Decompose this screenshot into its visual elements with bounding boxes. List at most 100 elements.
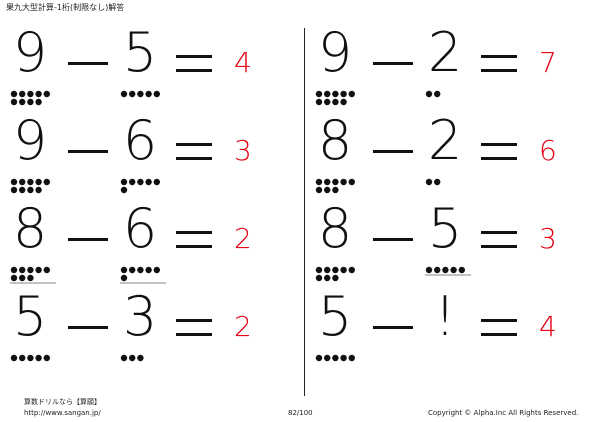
dot [153, 90, 160, 98]
dot [27, 274, 34, 282]
dot [35, 266, 42, 274]
dot [145, 266, 152, 274]
dot [348, 354, 355, 362]
dot [145, 178, 152, 186]
dot-counter [120, 178, 168, 210]
equals-sign-top [481, 55, 517, 58]
dot [332, 98, 339, 106]
dot [19, 266, 26, 274]
minuend: 5 [12, 285, 48, 348]
dot [348, 90, 355, 98]
equals-sign-top [481, 319, 517, 322]
minuend: 8 [12, 197, 48, 260]
dot [35, 98, 42, 106]
answer: 6 [539, 134, 557, 167]
dot-counter [10, 354, 58, 386]
minuend: 8 [317, 197, 353, 260]
dot [332, 186, 339, 194]
dot [153, 178, 160, 186]
dot [120, 266, 128, 274]
dot [10, 98, 18, 106]
dot [19, 178, 26, 186]
dot [120, 186, 128, 194]
dot [19, 354, 26, 362]
dot [43, 266, 50, 274]
equals-sign-top [176, 319, 212, 322]
subtrahend: 6 [122, 197, 158, 260]
dot [10, 178, 18, 186]
dot-counter [10, 178, 58, 210]
dot [425, 178, 433, 186]
dot [458, 266, 465, 274]
minuend: 8 [317, 109, 353, 172]
subtrahend: 2 [427, 21, 463, 84]
footer-page-number: 82/100 [288, 409, 313, 417]
dot [27, 354, 34, 362]
dot [27, 98, 34, 106]
dot [315, 98, 323, 106]
dot [19, 98, 26, 106]
dot [35, 186, 42, 194]
minus-sign [373, 238, 413, 241]
dot-counter [315, 178, 363, 210]
equals-sign-top [176, 143, 212, 146]
dot [340, 354, 347, 362]
dot [434, 266, 441, 274]
dot-counter [10, 266, 58, 298]
dot-counter [315, 266, 363, 298]
dot-counter [120, 354, 168, 386]
subtrahend: ! [434, 285, 456, 348]
dot-counter [120, 266, 168, 298]
equals-sign-top [176, 231, 212, 234]
dot [129, 178, 136, 186]
dot [129, 354, 136, 362]
dot [137, 178, 144, 186]
dot [153, 266, 160, 274]
dot [315, 178, 323, 186]
dot [324, 274, 331, 282]
dot [27, 90, 34, 98]
footer-brand: 算数ドリルなら【算願】 [24, 398, 101, 406]
answer: 2 [234, 310, 252, 343]
dot-counter [315, 90, 363, 122]
equals-sign-bottom [481, 333, 517, 336]
answer: 4 [539, 310, 557, 343]
dot [332, 274, 339, 282]
dot [340, 178, 347, 186]
equals-sign-top [481, 143, 517, 146]
dot [137, 90, 144, 98]
dot [10, 266, 18, 274]
dot-counter [425, 266, 473, 298]
dot [120, 90, 128, 98]
subtrahend: 6 [122, 109, 158, 172]
minuend: 5 [317, 285, 353, 348]
dot [324, 354, 331, 362]
dot [434, 178, 441, 186]
dot [348, 266, 355, 274]
subtrahend: 2 [427, 109, 463, 172]
equals-sign-bottom [176, 69, 212, 72]
dot [315, 266, 323, 274]
dot [19, 90, 26, 98]
dot [120, 178, 128, 186]
minuend: 9 [12, 21, 48, 84]
dot [129, 90, 136, 98]
dot [27, 186, 34, 194]
dot [315, 354, 323, 362]
dot [332, 354, 339, 362]
footer-url[interactable]: http://www.sangan.jp/ [24, 409, 101, 417]
dot [348, 178, 355, 186]
dot [27, 178, 34, 186]
dot [137, 354, 144, 362]
minus-sign [68, 326, 108, 329]
subtrahend: 3 [122, 285, 158, 348]
dot [10, 186, 18, 194]
answer: 3 [539, 222, 557, 255]
minus-sign [373, 62, 413, 65]
dot [332, 266, 339, 274]
